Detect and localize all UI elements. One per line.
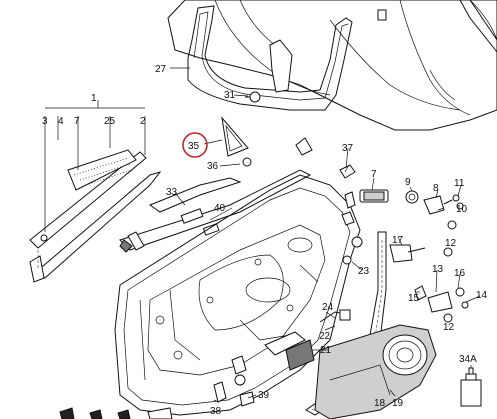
callout-23: 23 (358, 266, 370, 277)
callout-7-left: 7 (74, 116, 80, 127)
callout-labels: 1 2 3 4 7 25 27 31 35 36 33 40 37 7 8 11… (42, 64, 488, 417)
inner-handle-parts (264, 309, 351, 371)
lock-cylinder-parts (359, 189, 464, 230)
callout-31: 31 (224, 90, 236, 101)
callout-13: 13 (432, 264, 444, 275)
callout-39: 39 (258, 390, 270, 401)
callout-17: 17 (392, 235, 404, 246)
callout-25: 25 (104, 116, 116, 127)
callout-38: 38 (210, 406, 222, 417)
callout-27: 27 (155, 64, 167, 75)
callout-8: 8 (433, 183, 439, 194)
adhesive-bottle (460, 367, 482, 407)
callout-15: 15 (408, 293, 420, 304)
highlight-circle (182, 132, 208, 158)
callout-4: 4 (58, 116, 64, 127)
window-frame-seal (187, 0, 497, 111)
callout-10: 10 (456, 204, 468, 215)
hardware-fasteners (40, 91, 469, 419)
quarter-glass-part (221, 116, 249, 157)
door-inner-panel (114, 174, 361, 416)
speaker-trim-panel (314, 324, 437, 419)
door-trim-strips (29, 149, 162, 283)
callout-9: 9 (405, 177, 411, 188)
callout-14: 14 (476, 290, 488, 301)
callout-19: 19 (392, 398, 404, 409)
callout-33: 33 (166, 187, 178, 198)
callout-16: 16 (454, 268, 466, 279)
callout-37: 37 (342, 143, 354, 154)
window-regulator (119, 169, 312, 253)
callout-7: 7 (371, 169, 377, 180)
callout-22: 22 (319, 331, 331, 342)
callout-36: 36 (207, 161, 219, 172)
callout-24: 24 (322, 302, 334, 313)
callout-12-upper: 12 (445, 238, 457, 249)
callout-40: 40 (214, 203, 226, 214)
callout-18: 18 (374, 398, 386, 409)
callout-3: 3 (42, 116, 48, 127)
callout-21: 21 (320, 345, 332, 356)
callout-34a: 34A (459, 354, 477, 365)
vehicle-body-outline (167, 0, 497, 131)
callout-12-lower: 12 (443, 322, 455, 333)
callout-35: 35 (188, 141, 200, 152)
callout-1: 1 (91, 93, 97, 104)
callout-11: 11 (454, 178, 465, 189)
leader-lines (44, 67, 481, 403)
callout-2: 2 (140, 116, 146, 127)
